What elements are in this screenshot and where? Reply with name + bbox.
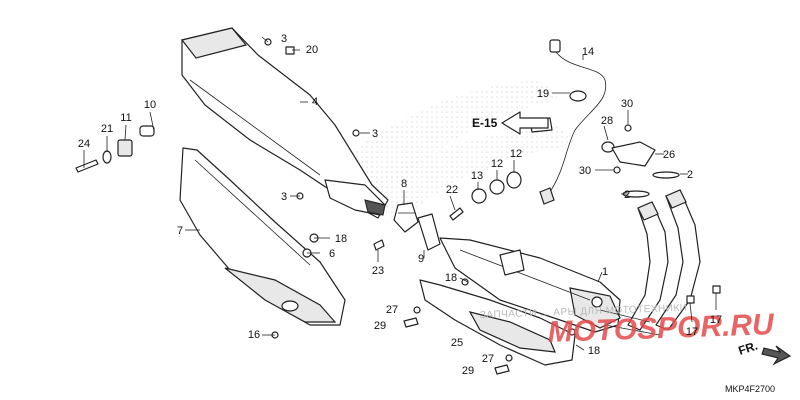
- lower-fasteners: [403, 306, 513, 375]
- callout-label: 12: [491, 158, 503, 170]
- callout-labels: 3 20 4 10 11 21 24 3 3 7 18 6 8 22 13 12…: [78, 33, 722, 377]
- callout-label: 6: [329, 248, 335, 260]
- lower-protector: [419, 278, 576, 366]
- leader-lines: [83, 36, 717, 351]
- callout-label: 26: [663, 149, 675, 161]
- callout-label: 3: [281, 33, 287, 45]
- heat-shield: [179, 147, 346, 326]
- callout-label: 10: [144, 99, 156, 111]
- callout-label: 13: [471, 170, 483, 182]
- callout-label: 11: [120, 112, 131, 124]
- exhaust-muffler: [439, 237, 621, 333]
- callout-label: 17: [686, 326, 698, 338]
- flange-nuts: [686, 285, 721, 304]
- callout-label: 24: [78, 138, 90, 150]
- callout-label: 29: [462, 365, 474, 377]
- watermark-brand: MOTOSPOR.RU: [547, 308, 775, 349]
- callout-label: 8: [401, 178, 407, 190]
- sensor-bracket: [601, 124, 656, 174]
- mounting-hardware-left: [75, 125, 155, 173]
- callout-label: 12: [510, 148, 522, 160]
- bolts-middle: [373, 207, 464, 251]
- reference-arrow: E-15: [472, 111, 549, 135]
- callout-label: 3: [281, 191, 287, 203]
- callout-label: 4: [312, 96, 318, 108]
- callout-label: 3: [372, 128, 378, 140]
- callout-label: 2: [687, 169, 693, 181]
- callout-label: 19: [537, 88, 549, 100]
- front-label: FR.: [737, 339, 760, 358]
- callout-label: 17: [710, 314, 722, 326]
- callout-label: 14: [582, 46, 594, 58]
- callout-label: 9: [418, 253, 424, 265]
- header-pipes: [599, 189, 701, 336]
- muffler-cover: [180, 27, 389, 219]
- callout-label: 28: [601, 115, 613, 127]
- watermark-pattern: [330, 80, 575, 220]
- gasket: [417, 213, 441, 251]
- callout-label: 21: [101, 123, 113, 135]
- callout-label: 25: [451, 337, 463, 349]
- exhaust-clamp: [393, 202, 419, 233]
- callout-label: 18: [335, 233, 347, 245]
- callout-label: 27: [482, 353, 494, 365]
- callout-label: 22: [446, 184, 458, 196]
- callout-label: 29: [374, 320, 386, 332]
- callout-label: 18: [445, 272, 457, 284]
- diagram-code: MKP4F2700: [725, 384, 775, 394]
- seals: [471, 171, 522, 204]
- callout-label: 2: [624, 189, 630, 201]
- callout-label: 18: [588, 345, 600, 357]
- exhaust-gaskets: [622, 171, 680, 198]
- reference-label: E-15: [472, 116, 498, 130]
- callout-label: 30: [579, 165, 591, 177]
- callout-label: 27: [386, 304, 398, 316]
- callout-label: 23: [372, 265, 384, 277]
- callout-label: 20: [306, 44, 318, 56]
- callout-label: 30: [621, 98, 633, 110]
- callout-label: 1: [602, 266, 608, 278]
- callout-label: 7: [177, 225, 183, 237]
- callout-label: 16: [248, 329, 260, 341]
- front-direction: FR.: [737, 339, 792, 366]
